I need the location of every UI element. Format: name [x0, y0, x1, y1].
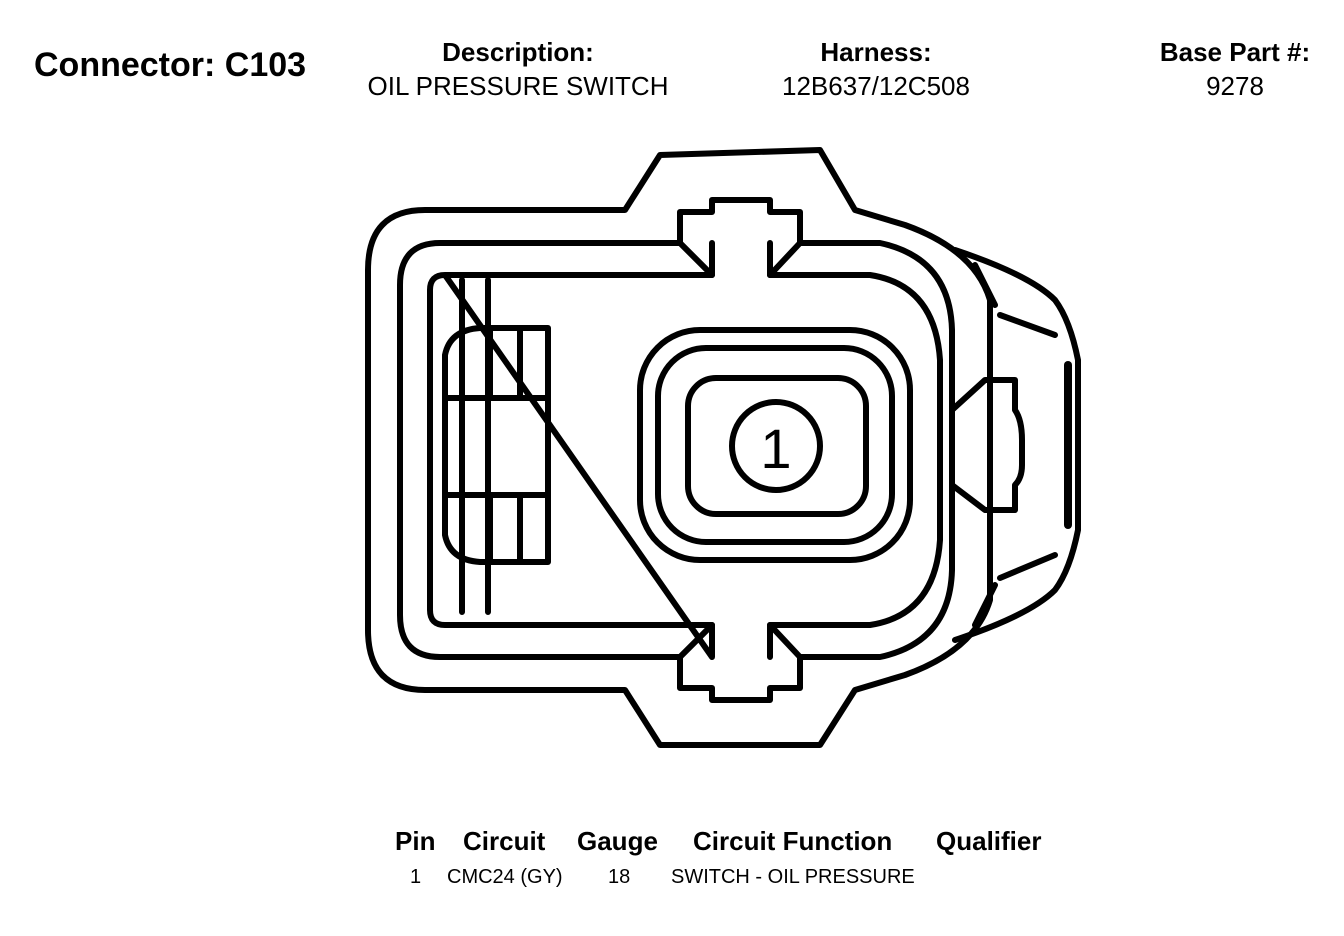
- harness-block: Harness: 12B637/12C508: [736, 36, 1016, 104]
- right-key: [949, 377, 1025, 513]
- left-latch-tab: [442, 325, 551, 565]
- cell-gauge: 18: [608, 866, 631, 888]
- description-block: Description: OIL PRESSURE SWITCH: [338, 36, 698, 104]
- connector-label: Connector:: [34, 46, 216, 84]
- terminal-inner: [655, 345, 895, 545]
- right-lock-inner: [972, 262, 1058, 628]
- harness-value: 12B637/12C508: [782, 71, 970, 101]
- pin-1-label: 1: [760, 417, 791, 480]
- connector-id: C103: [224, 46, 307, 84]
- description-label: Description:: [442, 37, 594, 67]
- cell-pin: 1: [410, 866, 422, 888]
- col-header-gauge: Gauge: [577, 826, 658, 856]
- top-key: [677, 240, 803, 278]
- bottom-key: [677, 622, 803, 660]
- terminal-pad: [685, 375, 869, 517]
- col-header-qualifier: Qualifier: [936, 826, 1042, 856]
- right-lock: [952, 247, 1081, 643]
- col-header-circuit: Circuit: [463, 826, 546, 856]
- left-latch-ribs: [442, 327, 551, 565]
- housing-inner: [397, 197, 955, 703]
- col-header-circuit-function: Circuit Function: [693, 826, 893, 856]
- col-header-pin: Pin: [395, 826, 436, 856]
- base-part-block: Base Part #: 9278: [1130, 36, 1340, 104]
- pin-1-circle: [729, 399, 823, 493]
- description-value: OIL PRESSURE SWITCH: [367, 71, 669, 101]
- harness-label: Harness:: [820, 37, 932, 67]
- base-part-label: Base Part #:: [1159, 37, 1311, 67]
- terminal-outer: [637, 327, 913, 563]
- base-part-value: 9278: [1206, 71, 1264, 101]
- connector-title: Connector: C103: [34, 46, 306, 85]
- cell-circuit: CMC24 (GY): [447, 866, 563, 888]
- cell-circuit-function: SWITCH - OIL PRESSURE: [671, 866, 915, 888]
